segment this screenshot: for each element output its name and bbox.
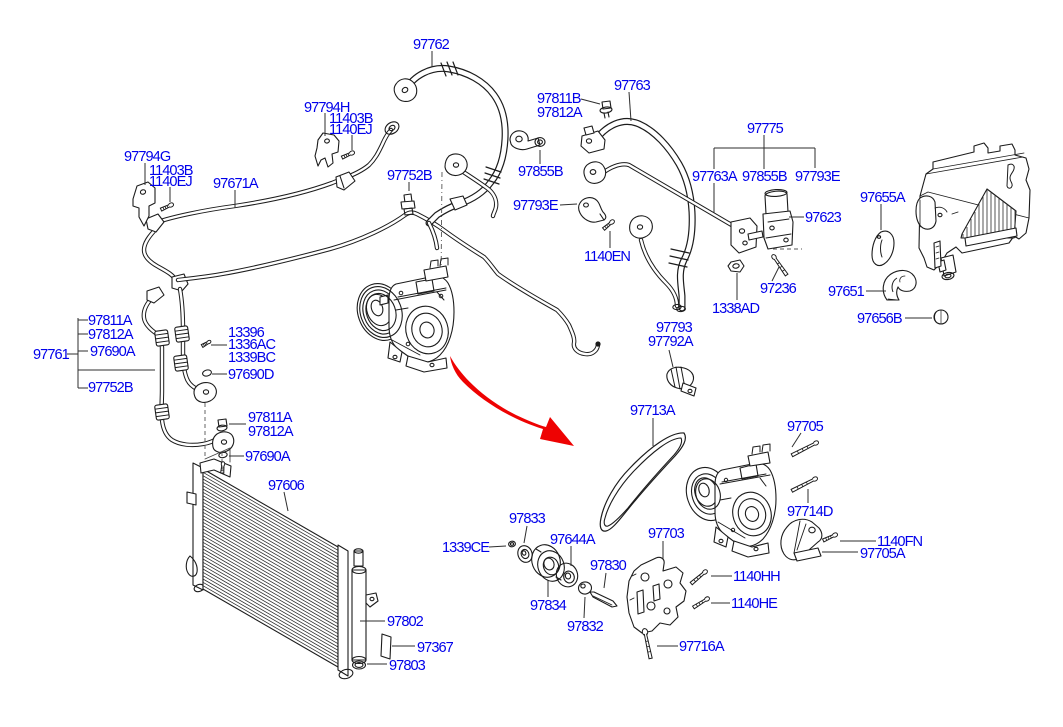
svg-text:97811A: 97811A (248, 410, 293, 426)
svg-text:97716A: 97716A (679, 639, 725, 655)
svg-text:97775: 97775 (747, 121, 784, 137)
svg-text:97690D: 97690D (228, 367, 274, 383)
svg-text:97763: 97763 (614, 78, 651, 94)
svg-text:97690A: 97690A (245, 449, 291, 465)
svg-text:97714D: 97714D (787, 504, 833, 520)
svg-text:97794G: 97794G (124, 149, 171, 165)
svg-text:97752B: 97752B (88, 380, 133, 396)
svg-text:97655A: 97655A (860, 190, 906, 206)
svg-text:11403B: 11403B (149, 163, 193, 179)
svg-text:97793E: 97793E (513, 198, 559, 214)
svg-text:97794H: 97794H (304, 100, 350, 116)
svg-text:13396: 13396 (228, 325, 265, 341)
svg-text:97830: 97830 (590, 558, 627, 574)
svg-text:97690A: 97690A (90, 344, 136, 360)
svg-text:97644A: 97644A (550, 532, 596, 548)
svg-text:97834: 97834 (530, 598, 567, 614)
svg-text:11403B: 11403B (329, 111, 373, 127)
svg-text:97623: 97623 (805, 210, 842, 226)
svg-text:97656B: 97656B (857, 311, 902, 327)
svg-text:1140HE: 1140HE (731, 596, 778, 612)
svg-text:1140EJ: 1140EJ (149, 174, 192, 190)
svg-text:97703: 97703 (648, 526, 685, 542)
svg-text:97367: 97367 (417, 640, 454, 656)
svg-text:97606: 97606 (268, 478, 305, 494)
svg-text:97812A: 97812A (248, 424, 294, 440)
svg-text:1140EN: 1140EN (584, 249, 630, 265)
svg-text:1338AD: 1338AD (712, 301, 759, 317)
svg-text:97812A: 97812A (88, 327, 134, 343)
svg-text:97855B: 97855B (518, 164, 563, 180)
svg-text:97833: 97833 (509, 511, 546, 527)
svg-text:1339BC: 1339BC (228, 350, 275, 366)
svg-text:97811A: 97811A (88, 313, 133, 329)
svg-text:1140HH: 1140HH (733, 569, 780, 585)
svg-text:1140EJ: 1140EJ (329, 122, 372, 138)
svg-text:97811B: 97811B (537, 91, 581, 107)
svg-text:97793E: 97793E (795, 169, 841, 185)
svg-text:97812A: 97812A (537, 105, 583, 121)
svg-text:97713A: 97713A (630, 403, 676, 419)
svg-text:1336AC: 1336AC (228, 337, 275, 353)
svg-text:1140FN: 1140FN (877, 534, 923, 550)
svg-text:97752B: 97752B (387, 168, 432, 184)
svg-text:97651: 97651 (828, 284, 865, 300)
svg-text:97705A: 97705A (860, 546, 906, 562)
svg-text:1339CE: 1339CE (442, 540, 490, 556)
svg-text:97762: 97762 (413, 37, 450, 53)
svg-text:97236: 97236 (760, 281, 797, 297)
svg-text:97671A: 97671A (213, 176, 259, 192)
svg-text:97792A: 97792A (648, 334, 694, 350)
svg-text:97793: 97793 (656, 320, 693, 336)
svg-text:97761: 97761 (33, 347, 70, 363)
svg-text:97802: 97802 (387, 614, 424, 630)
svg-text:97763A: 97763A (692, 169, 738, 185)
svg-text:97832: 97832 (567, 619, 604, 635)
svg-text:97855B: 97855B (742, 169, 787, 185)
svg-text:97803: 97803 (389, 658, 426, 674)
svg-text:97705: 97705 (787, 419, 824, 435)
